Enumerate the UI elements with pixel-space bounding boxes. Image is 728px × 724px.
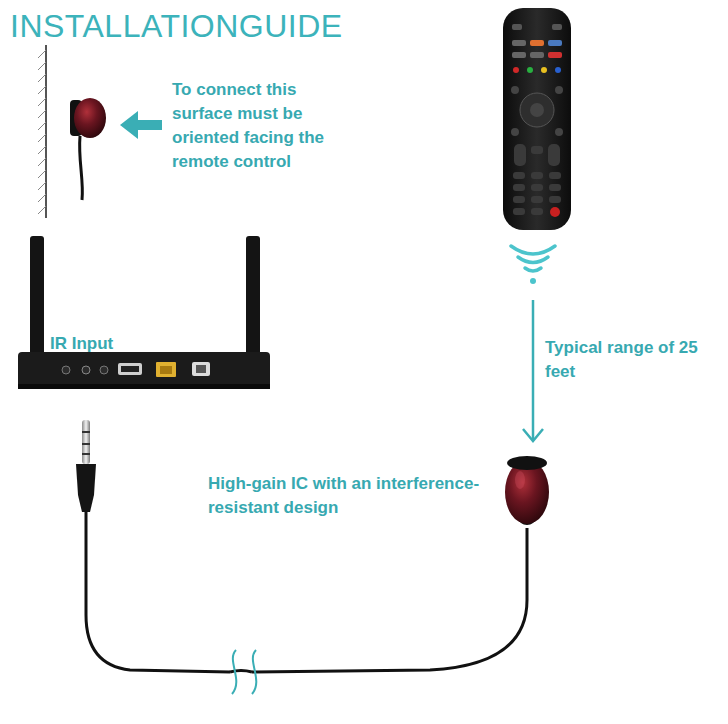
illustration-part (549, 184, 561, 191)
illustration-part (30, 236, 44, 364)
illustration-part (38, 50, 46, 214)
illustration-part (513, 196, 525, 203)
illustration-part (82, 420, 90, 464)
illustration-part (518, 257, 548, 263)
illustration-part (100, 366, 108, 374)
port-label: IR Input (50, 332, 160, 356)
cable-ir-receiver (505, 456, 549, 525)
illustration-part (74, 98, 106, 138)
illustration-part (512, 52, 526, 58)
illustration-part (513, 67, 519, 73)
illustration-part (530, 40, 544, 46)
illustration-part (555, 86, 563, 94)
illustration-part (192, 362, 210, 376)
illustration-part (246, 236, 260, 364)
illustration-part (160, 366, 172, 374)
range-arrow (523, 300, 543, 441)
illustration-part (156, 362, 176, 377)
wall-ir-receiver (70, 98, 106, 200)
illustration-part (549, 196, 561, 203)
illustration-part (507, 456, 547, 470)
illustration-part (541, 67, 547, 73)
mounting-note: To connect this surface must be oriented… (172, 78, 350, 174)
ir-signal-waves (511, 246, 555, 284)
illustration-part (232, 650, 236, 694)
illustration-part (503, 8, 571, 230)
illustration-part (252, 650, 256, 694)
illustration-part (514, 144, 526, 166)
illustration-part (511, 128, 519, 136)
illustration-part (530, 278, 536, 284)
illustration-part (531, 172, 543, 179)
illustration-part (252, 528, 527, 672)
illustration-part (82, 431, 90, 433)
pointer-arrow (120, 111, 162, 139)
page-title: INSTALLATIONGUIDE (10, 8, 343, 45)
illustration-part (555, 67, 561, 73)
illustration-part (86, 510, 230, 672)
illustration-part (513, 184, 525, 191)
illustration-part (76, 464, 96, 512)
illustration-part (118, 363, 142, 375)
illustration-part (530, 103, 544, 117)
illustration-part (531, 146, 543, 154)
illustration-part (548, 144, 560, 166)
illustration-part (82, 366, 90, 374)
illustration-part (548, 52, 562, 58)
illustration-part (511, 246, 555, 254)
illustration-part (550, 207, 560, 217)
ir-cable (76, 420, 527, 672)
illustration-part (512, 40, 526, 46)
illustration-part (18, 384, 270, 389)
range-note: Typical range of 25 feet (545, 336, 717, 384)
media-box (18, 236, 270, 389)
illustration-part (62, 366, 70, 374)
ir-input-arrow (86, 356, 87, 363)
illustration-part (512, 24, 522, 30)
illustration-part (134, 120, 162, 130)
illustration-part (532, 300, 535, 440)
illustration-part (18, 352, 270, 388)
illustration-part (530, 52, 544, 58)
cable-break-mark (232, 650, 256, 694)
remote-control (503, 8, 571, 230)
illustration-part (555, 128, 563, 136)
illustration-part (531, 208, 543, 215)
illustration-part (513, 208, 525, 215)
illustration-part (45, 45, 47, 218)
illustration-part (196, 365, 206, 373)
wall (38, 45, 46, 218)
illustration-part (549, 172, 561, 179)
illustration-part (523, 429, 543, 441)
illustration-part (121, 366, 139, 372)
illustration-part (552, 24, 562, 30)
illustration-part (86, 356, 87, 363)
illustration-part (548, 40, 562, 46)
illustration-part (531, 196, 543, 203)
illustration-part (82, 443, 90, 445)
illustration-part (513, 172, 525, 179)
illustration-part (520, 93, 554, 127)
illustration-part (531, 184, 543, 191)
illustration-part (80, 136, 83, 200)
feature-note: High-gain IC with an interference-resist… (208, 472, 500, 520)
illustration-part (511, 86, 519, 94)
illustration-part (230, 671, 252, 673)
illustration-part (525, 268, 541, 271)
illustration-part (120, 111, 138, 139)
illustration-part (527, 67, 533, 73)
illustration-part (82, 453, 90, 455)
illustration-part (515, 471, 525, 489)
